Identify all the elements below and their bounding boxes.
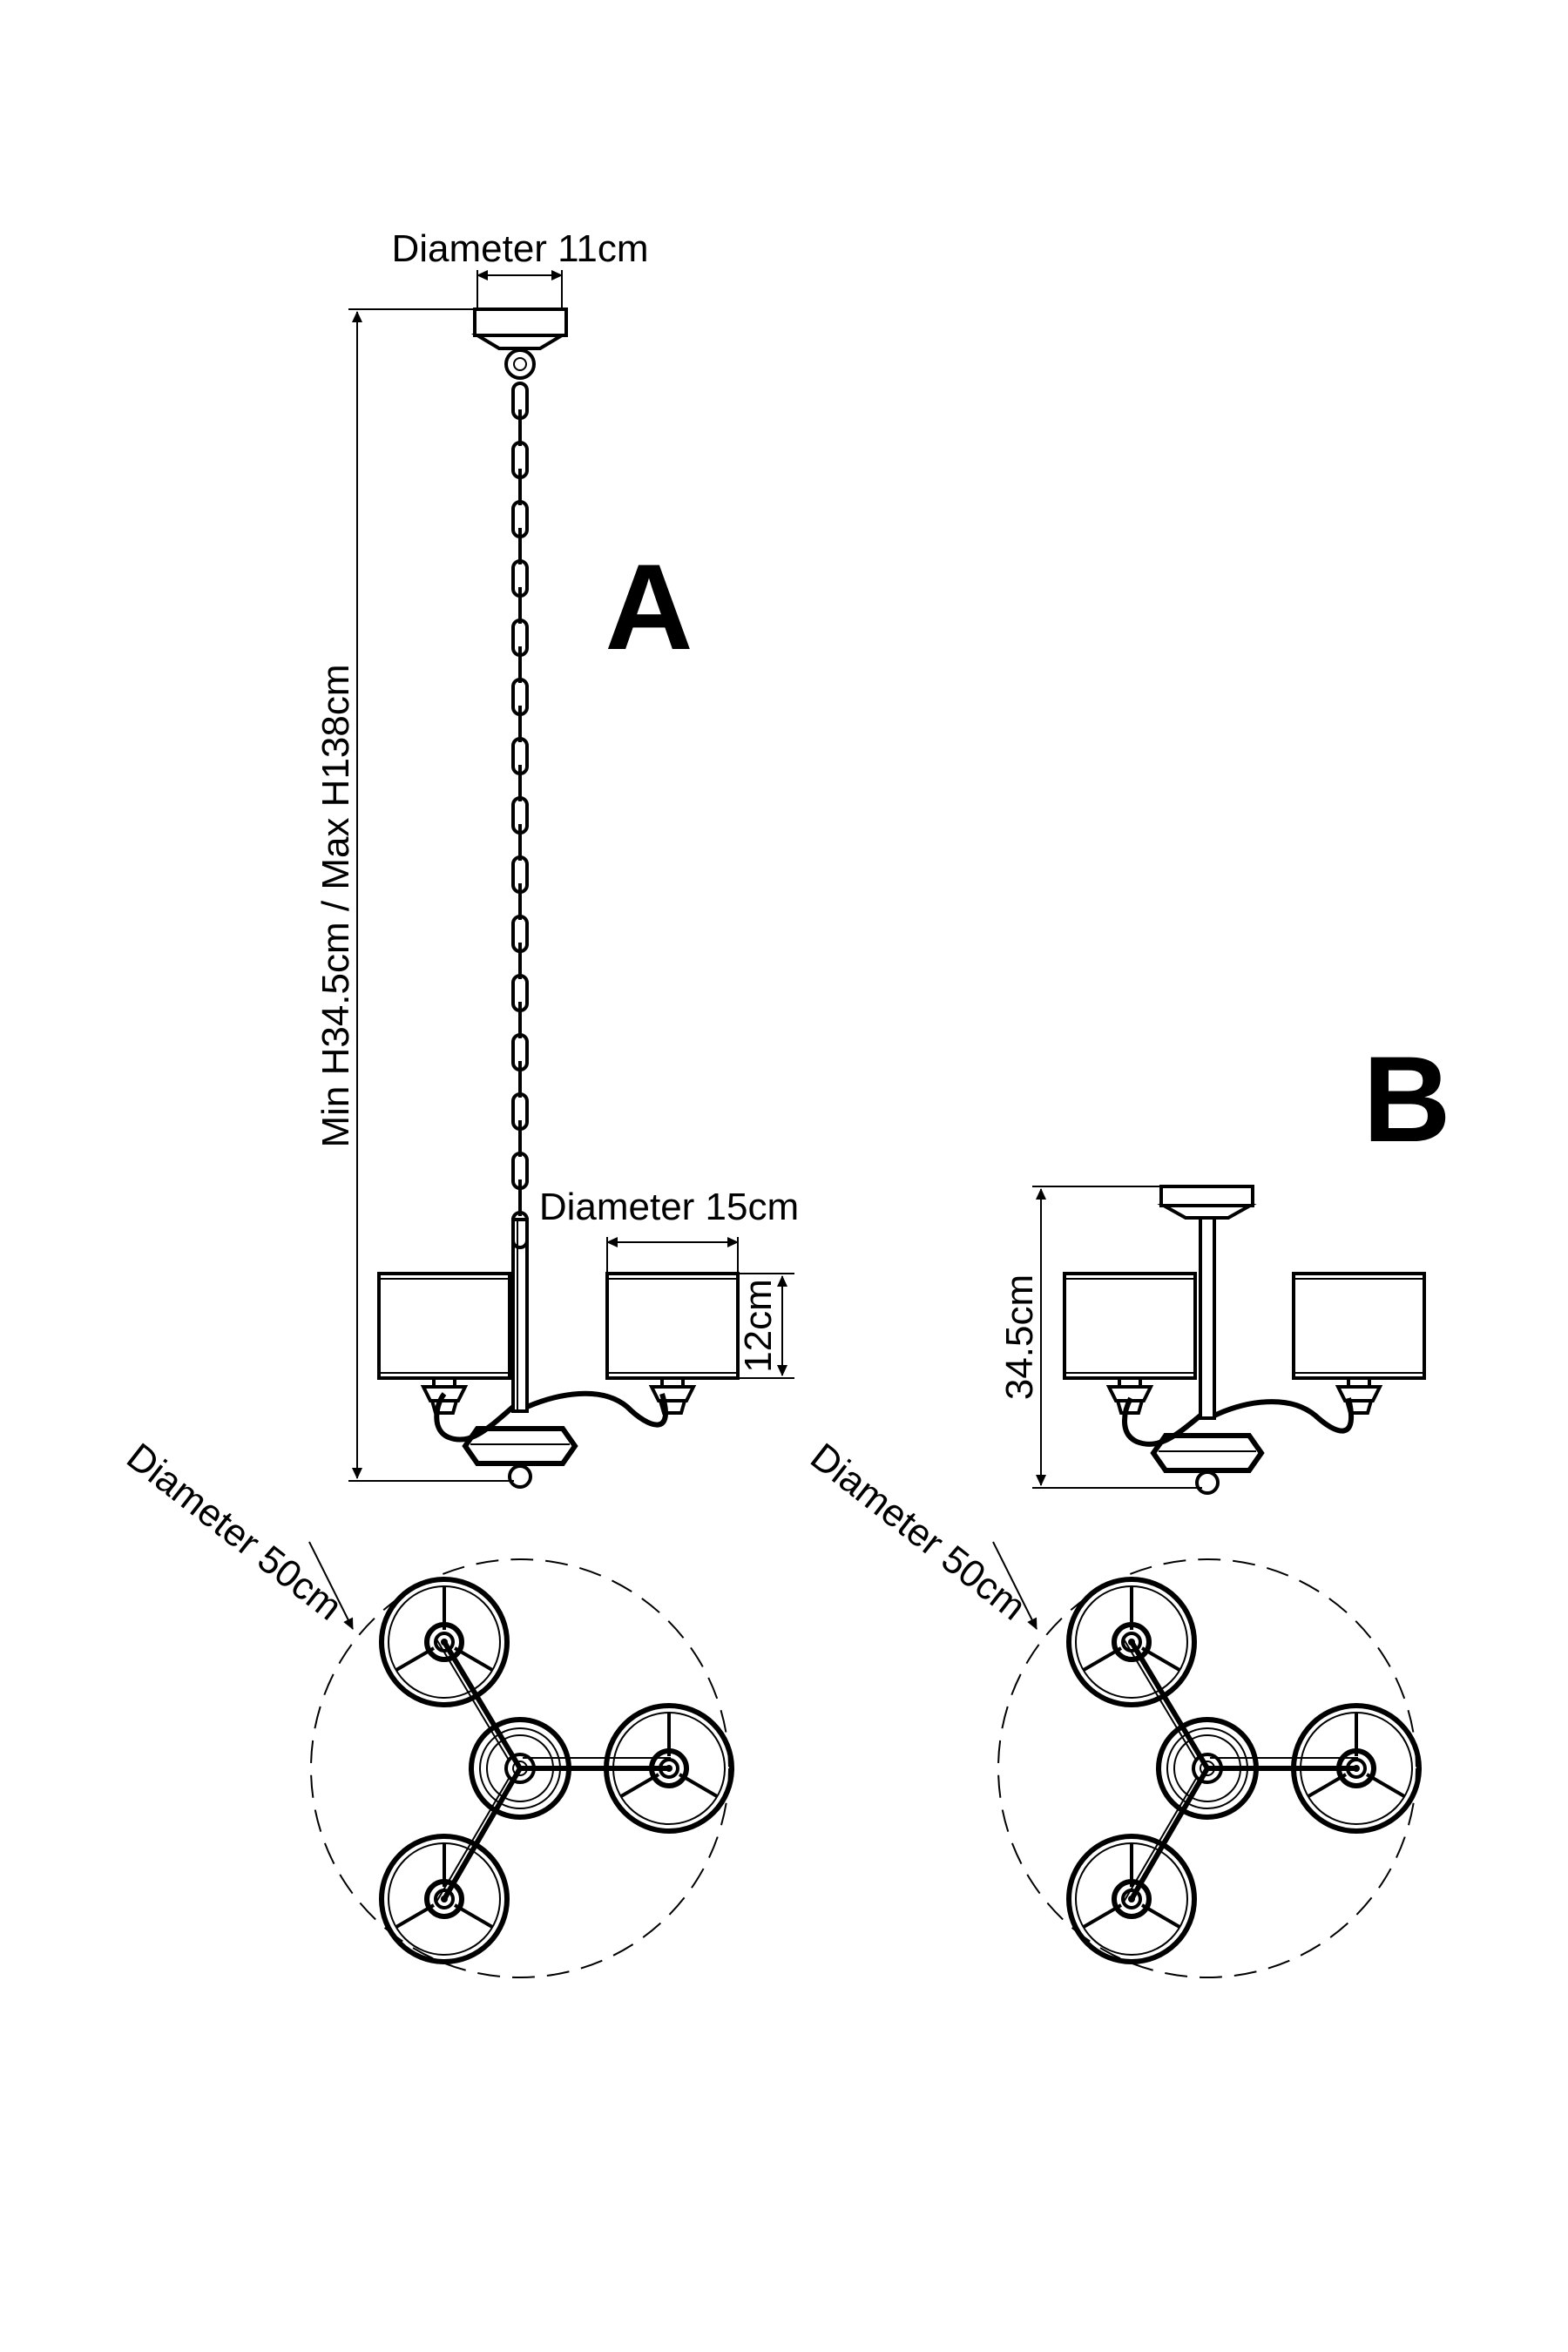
height-b-label: 34.5cm [998, 1274, 1041, 1400]
dimension-shade-diameter: Diameter 15cm [539, 1186, 799, 1274]
variant-a-top-view: Diameter 50cm [118, 1435, 732, 1978]
lamp-shade-left [377, 1272, 511, 1415]
dimension-overall-diameter-b: Diameter 50cm [802, 1435, 1037, 1630]
top-shade-1 [382, 1579, 507, 1705]
top-shade-3 [382, 1836, 507, 1962]
variant-a-elevation: Diameter 11cm Min H34.5cm / Max H138cm D… [314, 227, 799, 1489]
lamp-shade-left-b [1063, 1272, 1197, 1415]
variant-b-elevation: 34.5cm B [998, 1031, 1451, 1495]
top-shade-1-b [1069, 1579, 1194, 1705]
shade-diameter-label: Diameter 15cm [539, 1186, 799, 1228]
dimension-canopy-diameter: Diameter 11cm [391, 227, 649, 309]
canopy-diameter-label: Diameter 11cm [391, 227, 648, 270]
lamp-shade-right-b [1292, 1272, 1426, 1415]
lamp-shade-right [605, 1272, 740, 1415]
variant-a-letter: A [605, 538, 693, 675]
dimension-shade-height: 12cm [737, 1273, 794, 1379]
top-shade-3-b [1069, 1836, 1194, 1962]
shade-height-label: 12cm [737, 1279, 780, 1373]
lamp-body-b [1122, 1216, 1355, 1495]
overall-diameter-b-label: Diameter 50cm [802, 1435, 1033, 1628]
variant-b-top-view: Diameter 50cm [802, 1435, 1419, 1978]
ceiling-canopy [470, 308, 569, 380]
dimension-overall-diameter-a: Diameter 50cm [118, 1435, 354, 1630]
overall-diameter-a-label: Diameter 50cm [118, 1435, 349, 1628]
variant-b-letter: B [1362, 1031, 1450, 1167]
dimension-height-range: Min H34.5cm / Max H138cm [314, 308, 514, 1482]
suspension-chain [511, 382, 529, 1249]
dimension-height-b: 34.5cm [998, 1186, 1202, 1489]
height-range-label: Min H34.5cm / Max H138cm [314, 664, 357, 1147]
lamp-body [434, 1218, 669, 1489]
ceiling-canopy-b [1157, 1185, 1257, 1220]
